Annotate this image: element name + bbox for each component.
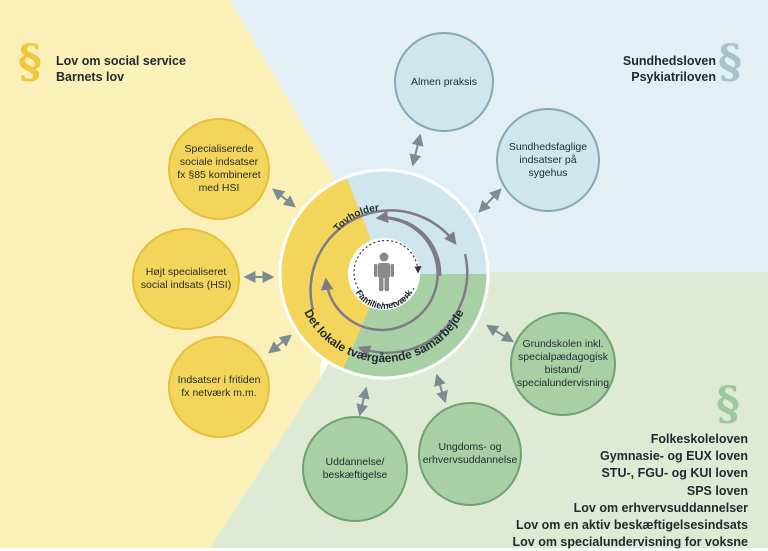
- node-youth-education: Ungdoms- og erhvervsuddannelse: [418, 402, 522, 506]
- health-laws: Sundhedsloven Psykiatriloven: [623, 53, 716, 85]
- person-icon: [374, 252, 394, 291]
- node-primary-school: Grundskolen inkl. specialpædagogisk bist…: [510, 312, 616, 416]
- arrow-gp: [409, 133, 424, 167]
- law-item: Sundhedsloven: [622, 54, 716, 68]
- node-education-employment: Uddannelse/ beskæftigelse: [302, 416, 408, 522]
- law-item: Gymnasie- og EUX loven: [600, 449, 748, 464]
- law-item: Lov om erhvervsuddannelser: [573, 500, 748, 515]
- paragraph-icon-education: §: [716, 376, 741, 430]
- law-item: Lov om social service: [56, 54, 186, 68]
- node-label: Sundhedsfaglige indsatser på sygehus: [508, 140, 588, 179]
- family-dotted-arrow: [353, 239, 422, 306]
- education-laws: Folkeskoleloven Gymnasie- og EUX loven S…: [513, 431, 748, 551]
- node-label: Uddannelse/ beskæftigelse: [322, 456, 388, 481]
- node-hospital: Sundhedsfaglige indsatser på sygehus: [496, 108, 600, 212]
- law-item: Lov om specialundervisning for voksne: [512, 535, 748, 550]
- cycle-arrow-outer: [309, 209, 457, 311]
- paragraph-icon-health: §: [718, 34, 743, 88]
- cycle-arrow-outer-2: [357, 253, 469, 358]
- arrow-edu-employment: [356, 386, 370, 417]
- paragraph-icon-social: §: [18, 34, 43, 88]
- node-hsi: Højt specialiseret social indsats (HSI): [132, 228, 240, 330]
- arrow-school: [485, 324, 515, 343]
- law-item: STU-, FGU- og KUI loven: [601, 466, 748, 481]
- arrow-youth-edu: [434, 373, 448, 404]
- central-circle-outline: [278, 168, 490, 380]
- arrow-specialized: [272, 188, 296, 208]
- node-specialized-social: Specialiserede sociale indsatser fx §85 …: [168, 118, 270, 220]
- node-label: Højt specialiseret social indsats (HSI): [140, 266, 232, 291]
- node-label: Almen praksis: [411, 75, 477, 88]
- law-item: Folkeskoleloven: [650, 432, 748, 446]
- law-item: Psykiatriloven: [631, 70, 716, 84]
- node-label: Grundskolen inkl. specialpædagogisk bist…: [516, 338, 610, 389]
- arrow-hospital: [478, 188, 502, 213]
- node-label: Specialiserede sociale indsatser fx §85 …: [177, 143, 261, 194]
- law-item: Barnets lov: [56, 70, 125, 84]
- node-general-practice: Almen praksis: [394, 32, 494, 132]
- cycle-arrow-inner: [375, 210, 442, 277]
- cycle-arrow-middle: [320, 216, 439, 332]
- law-item: Lov om en aktiv beskæftigelsesindsats: [515, 518, 748, 533]
- node-label: Indsatser i fritiden fx netværk m.m.: [177, 374, 261, 399]
- law-item: SPS loven: [686, 483, 748, 498]
- node-leisure: Indsatser i fritiden fx netværk m.m.: [168, 336, 270, 438]
- social-laws: Lov om social service Barnets lov: [56, 53, 186, 85]
- node-label: Ungdoms- og erhvervsuddannelse: [422, 441, 518, 466]
- arrow-leisure: [268, 334, 292, 354]
